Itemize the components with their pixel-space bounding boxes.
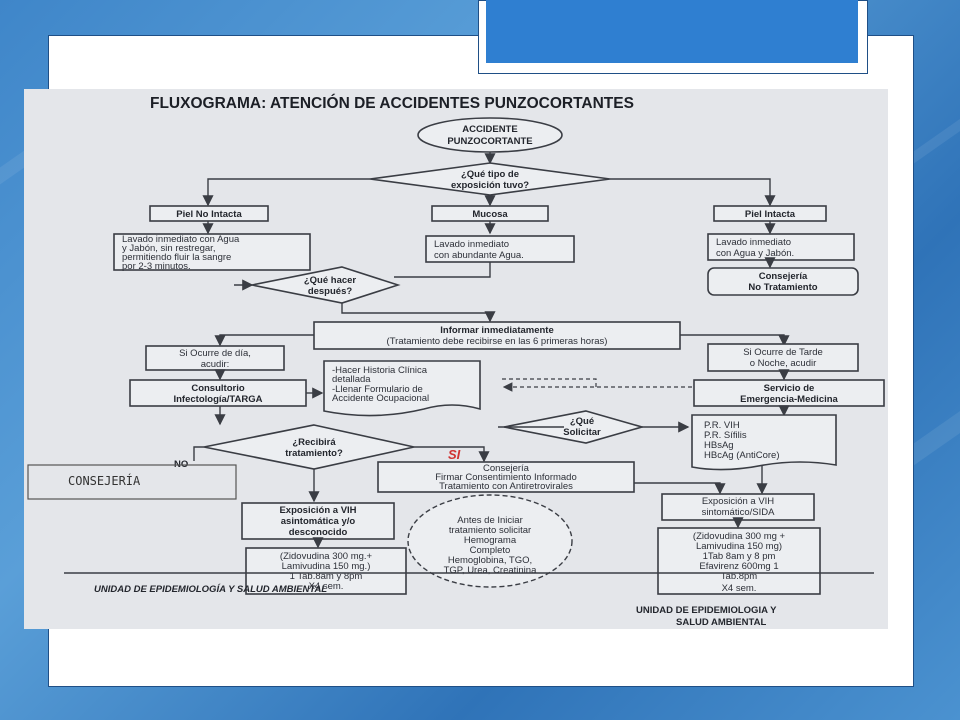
regimen-three-3: 1Tab 8am y 8 pm [703, 551, 776, 562]
flowchart-photo: FLUXOGRAMA: ATENCIÓN DE ACCIDENTES PUNZO… [24, 89, 888, 629]
asymptomatic-1: Exposición a VIH [279, 505, 356, 516]
labs-2: P.R. Sífilis [704, 430, 747, 441]
asymptomatic-3: desconocido [289, 527, 348, 538]
exposure-label-1: ¿Qué tipo de [461, 169, 519, 180]
symptomatic-2: sintomático/SIDA [702, 507, 776, 518]
branch-mid-label: Mucosa [472, 209, 508, 220]
exposure-label-2: exposición tuvo? [451, 180, 529, 191]
emergency-box [693, 379, 885, 407]
counsel-no-treatment-2: No Tratamiento [748, 282, 817, 293]
history-label-1: -Hacer Historia Clínica [332, 365, 428, 376]
footer-right-1: UNIDAD DE EPIDEMIOLOGIA Y [636, 605, 777, 616]
footer-right-2: SALUD AMBIENTAL [676, 617, 766, 628]
footer-left: UNIDAD DE EPIDEMIOLOGÍA Y SALUD AMBIENTA… [94, 584, 327, 595]
inform-label-1: Informar inmediatamente [440, 325, 554, 336]
request-label-1: ¿Qué [570, 416, 594, 427]
regimen-two-3: 1 Tab.8am y 8pm [290, 571, 363, 582]
labs-3: HBsAg [704, 440, 734, 451]
wash-mid-2: con abundante Agua. [434, 250, 524, 261]
counsel-no-treatment-box [707, 267, 859, 296]
handwritten-box [27, 464, 237, 500]
regimen-two-4: X4 sem. [309, 581, 344, 592]
wash-left-4: por 2-3 minutos. [122, 261, 191, 272]
history-label-3: -Llenar Formulario de [332, 384, 423, 395]
regimen-three-6: X4 sem. [722, 583, 757, 594]
request-decision [503, 410, 645, 444]
start-label-1: ACCIDENTE [462, 124, 517, 135]
symptomatic-1: Exposición a VIH [702, 496, 774, 507]
consult-box [129, 379, 307, 407]
diagram-title: FLUXOGRAMA: ATENCIÓN DE ACCIDENTES PUNZO… [150, 94, 634, 112]
consent-label-1: Consejería [483, 463, 530, 474]
request-label-2: Solicitar [563, 427, 601, 438]
wash-left-3: permitiendo fluir la sangre [122, 252, 231, 263]
wash-left-2: y Jabón, sin restregar, [122, 243, 215, 254]
consult-label-2: Infectología/TARGA [173, 394, 262, 405]
history-label-2: detallada [332, 374, 371, 385]
branch-left-label: Piel No Intacta [176, 209, 242, 220]
wash-mid-box [425, 235, 575, 263]
treatment-label-2: tratamiento? [285, 448, 343, 459]
evening-label-2: o Noche, acudir [750, 358, 817, 369]
asymptomatic-2: asintomática y/o [281, 516, 356, 527]
day-label-1: Si Ocurre de día, [179, 348, 251, 359]
regimen-three-4: Efavirenz 600mg 1 [699, 561, 778, 572]
history-label-4: Accidente Ocupacional [332, 393, 429, 404]
consent-label-3: Tratamiento con Antiretrovirales [439, 481, 573, 492]
labs-1: P.R. VIH [704, 420, 740, 431]
wash-right-2: con Agua y Jabón. [716, 248, 794, 259]
labs-4: HBcAg (AntiCore) [704, 450, 780, 461]
consult-label-1: Consultorio [191, 383, 244, 394]
wash-left-box [113, 233, 311, 271]
regimen-three-1: (Zidovudina 300 mg + [693, 531, 786, 542]
day-label-2: acudir: [201, 359, 230, 370]
before-start-5: Hemoglobina, TGO, [448, 555, 532, 566]
before-start-4: Completo [470, 545, 511, 556]
asymptomatic-box [241, 502, 395, 540]
wash-right-box [707, 233, 855, 261]
regimen-three-2: Lamivudina 150 mg) [696, 541, 782, 552]
consent-box [377, 461, 635, 493]
yes-label: SI [448, 447, 461, 462]
before-start-6: TGP, Urea, Creatinina [444, 565, 537, 576]
treatment-label-1: ¿Recibirá [292, 437, 336, 448]
evening-box [707, 343, 859, 372]
inform-label-2: (Tratamiento debe recibirse en las 6 pri… [387, 336, 608, 347]
next-label-1: ¿Qué hacer [304, 275, 357, 286]
before-start-2: tratamiento solicitar [449, 525, 531, 536]
regimen-three-5: Tab.8pm [721, 571, 758, 582]
regimen-two-1: (Zidovudina 300 mg.+ [280, 551, 373, 562]
regimen-three-box [657, 527, 821, 595]
labs-document [691, 414, 837, 471]
flowchart-diagram: FLUXOGRAMA: ATENCIÓN DE ACCIDENTES PUNZO… [24, 89, 888, 629]
consent-label-2: Firmar Consentimiento Informado [435, 472, 577, 483]
emergency-label-2: Emergencia-Medicina [740, 394, 838, 405]
handwritten-consejeria: CONSEJERÍA [68, 473, 141, 488]
before-start-note [407, 494, 573, 588]
before-start-3: Hemograma [464, 535, 517, 546]
emergency-label-1: Servicio de [764, 383, 815, 394]
day-box [145, 345, 285, 371]
next-label-2: después? [308, 286, 353, 297]
before-start-1: Antes de Iniciar [457, 515, 522, 526]
wash-left-1: Lavado inmediato con Agua [122, 234, 240, 245]
regimen-two-box [245, 547, 407, 595]
title-placeholder-fill [486, 0, 858, 63]
wash-right-1: Lavado inmediato [716, 237, 791, 248]
evening-label-1: Si Ocurre de Tarde [743, 347, 823, 358]
wash-mid-1: Lavado inmediato [434, 239, 509, 250]
history-document [323, 360, 481, 417]
counsel-no-treatment-1: Consejería [759, 271, 808, 282]
regimen-two-2: Lamivudina 150 mg.) [282, 561, 371, 572]
branch-right-label: Piel Intacta [745, 209, 796, 220]
start-label-2: PUNZOCORTANTE [447, 136, 532, 147]
inform-box [313, 321, 681, 350]
branch-piel-no-intacta [149, 205, 269, 222]
